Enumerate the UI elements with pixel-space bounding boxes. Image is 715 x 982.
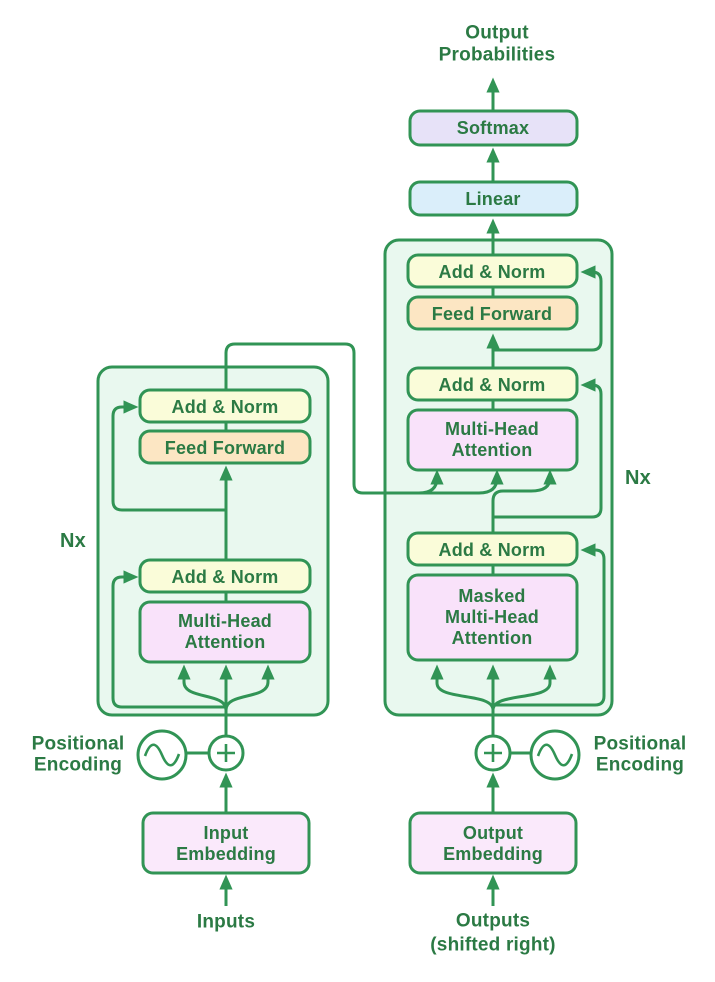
decoder-wires xyxy=(430,77,606,736)
output-embedding-label-line2: Embedding xyxy=(443,844,543,864)
encoder-boxes: Add & Norm Feed Forward Add & Norm Multi… xyxy=(138,388,312,664)
nx-label-decoder: Nx xyxy=(625,467,651,489)
output-embedding-label-line1: Output xyxy=(463,823,523,843)
encoder-qkv-right-wire xyxy=(224,664,275,711)
softmax-label: Softmax xyxy=(457,118,529,138)
input-embedding-box xyxy=(141,811,311,875)
plus-icon xyxy=(484,744,502,762)
decoder-mha-label-line2: Attention xyxy=(452,440,533,460)
decoder-residual-ff-wire xyxy=(493,265,603,352)
decoder-boxes: Add & Norm Feed Forward Add & Norm Multi… xyxy=(406,253,579,662)
input-embedding-label-line2: Embedding xyxy=(176,844,276,864)
decoder-masked-mha-label-line1: Masked xyxy=(458,586,525,606)
outputs-label-line2: (shifted right) xyxy=(430,935,555,956)
softmax-box xyxy=(408,109,579,147)
decoder-add-norm-3-box xyxy=(406,253,579,289)
sine-circle-icon xyxy=(529,729,581,781)
plus-circle-icon xyxy=(474,734,512,772)
encoder-add-norm-2-box xyxy=(138,388,312,424)
decoder-add-norm-1-box xyxy=(406,531,579,567)
decoder-multi-head-attention-box xyxy=(406,408,579,472)
encoder-output-branch-wire xyxy=(418,469,444,495)
decoder-add-norm-1-label: Add & Norm xyxy=(439,540,546,560)
linear-box xyxy=(408,180,579,217)
decoder-residual-attention-wire xyxy=(493,378,603,519)
positional-encoding-right: Positional Encoding xyxy=(474,729,687,781)
encoder-multi-head-attention-box xyxy=(138,600,312,664)
positional-encoding-left: Positional Encoding xyxy=(32,729,245,781)
output-probabilities-line1: Output xyxy=(465,23,529,44)
linear-label: Linear xyxy=(465,189,520,209)
encoder-add-norm-1-label: Add & Norm xyxy=(172,567,279,587)
decoder-masked-mha-label-line2: Multi-Head xyxy=(445,607,539,627)
sine-wave-icon xyxy=(143,743,181,767)
inputs-label: Inputs xyxy=(197,912,255,933)
positional-encoding-left-line1: Positional xyxy=(32,734,125,755)
plus-icon xyxy=(217,744,235,762)
decoder-feed-forward-box xyxy=(406,295,579,331)
positional-encoding-right-line1: Positional xyxy=(594,734,687,755)
decoder-qkv-left-wire xyxy=(430,664,495,711)
encoder-add-norm-2-label: Add & Norm xyxy=(172,397,279,417)
sine-wave-icon xyxy=(536,743,574,767)
encoder-feed-forward-box xyxy=(138,429,312,465)
positional-encoding-right-line2: Encoding xyxy=(596,755,684,776)
decoder-add-norm-2-label: Add & Norm xyxy=(439,375,546,395)
outputs-label-line1: Outputs xyxy=(456,911,530,932)
encoder-add-norm-1-box xyxy=(138,558,312,594)
encoder-mha-label-line2: Attention xyxy=(185,632,266,652)
decoder-add-norm-2-box xyxy=(406,366,579,402)
decoder-masked-mha-box xyxy=(406,573,579,662)
encoder-feed-forward-label: Feed Forward xyxy=(165,438,285,458)
encoder-residual-ff-wire xyxy=(111,400,226,512)
decoder-mha-label-line1: Multi-Head xyxy=(445,419,539,439)
decoder-query-wire xyxy=(491,469,557,533)
sine-circle-icon xyxy=(136,729,188,781)
output-embedding-box xyxy=(408,811,578,875)
encoder-residual-attention-wire xyxy=(111,570,226,709)
decoder-add-norm-3-label: Add & Norm xyxy=(439,262,546,282)
encoder-qkv-left-wire xyxy=(177,664,228,711)
decoder-residual-masked-wire xyxy=(493,543,606,707)
io-wires xyxy=(187,751,530,906)
plus-circle-icon xyxy=(207,734,245,772)
decoder-feed-forward-label: Feed Forward xyxy=(432,304,552,324)
output-probabilities-line2: Probabilities xyxy=(439,45,556,66)
positional-encoding-left-line2: Encoding xyxy=(34,755,122,776)
encoder-output-to-decoder-wire xyxy=(224,342,504,495)
decoder-masked-mha-label-line3: Attention xyxy=(452,628,533,648)
encoder-mha-label-line1: Multi-Head xyxy=(178,611,272,631)
input-embedding-label-line1: Input xyxy=(204,823,249,843)
embeddings: Input Embedding Output Embedding xyxy=(141,811,578,875)
output-head: Linear Softmax Output Probabilities xyxy=(408,23,579,217)
nx-label-encoder: Nx xyxy=(60,530,86,552)
